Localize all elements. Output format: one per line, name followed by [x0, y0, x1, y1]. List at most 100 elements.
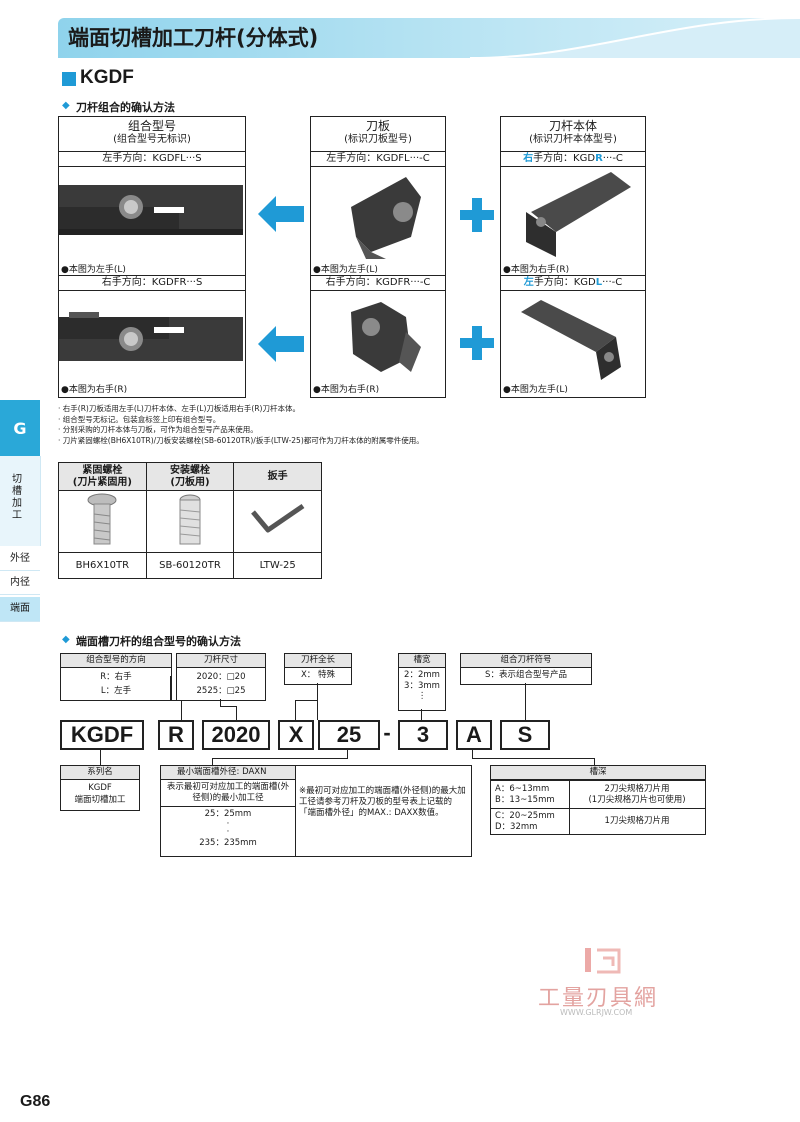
- plus-icon: [460, 326, 494, 360]
- depth-box: 槽深 A：6~13mm B：13~15mm 2刀尖规格刀片用 (1刀尖规格刀片也…: [490, 765, 706, 835]
- body-row2-letter: L: [595, 277, 603, 288]
- combo-left-image: [59, 185, 243, 235]
- connector: [236, 706, 237, 720]
- combo-note-right: ●本图为右手(R): [61, 385, 128, 395]
- combo-right-image: [59, 312, 243, 361]
- combo-header: 组合型号 (组合型号无标识): [59, 117, 245, 152]
- body-row2-mid: 手方向：KGD: [533, 277, 596, 288]
- wrench-code: LTW-25: [233, 552, 322, 579]
- body-row2: 左手方向：KGDL···-C: [501, 275, 645, 291]
- note-item: · 分别采购的刀杆本体与刀板，可作为组合型号产品来使用。: [58, 425, 258, 434]
- min-dia-desc: 表示最初可对应加工的端面槽(外径侧)的最小加工径: [161, 780, 295, 807]
- bolt-icon: [87, 493, 117, 545]
- arrow-left-icon: [258, 326, 304, 362]
- blade-right-image: [351, 302, 421, 372]
- width-box: 槽宽 2：2mm 3：3mm ⋮: [398, 653, 446, 711]
- sidebar-tab: G: [0, 400, 40, 456]
- watermark-logo: [585, 948, 621, 974]
- body-header: 刀杆本体 (标识刀杆本体型号): [501, 117, 645, 152]
- symbol-box: 组合刀杆符号 S：表示组合型号产品: [460, 653, 592, 685]
- combo-row-left: 左手方向：KGDFL···S: [59, 152, 245, 167]
- blade-subtitle: (标识刀板型号): [344, 134, 412, 145]
- body-note2: ●本图为左手(L): [503, 385, 568, 395]
- connector: [317, 683, 318, 720]
- body-row1: 右手方向：KGDR···-C: [501, 152, 645, 167]
- min-dia-left: 表示最初可对应加工的端面槽(外径侧)的最小加工径 25：25mm · · 235…: [161, 780, 295, 856]
- blade-left-image: [351, 177, 421, 259]
- length-box: 刀杆全长 X： 特殊: [284, 653, 352, 685]
- connector: [594, 758, 595, 765]
- body-row1-letter: R: [595, 153, 603, 164]
- code-depth: A: [456, 720, 492, 750]
- body-right-image: [526, 172, 631, 257]
- sidebar-category-box: [0, 456, 41, 546]
- body-row2-end: ···-C: [602, 277, 623, 288]
- code-dash: -: [383, 720, 391, 745]
- min-dia-note: ※最初可对应加工的端面槽(外径侧)的最大加工径请参考刀杆及刀板的型号表上记载的「…: [299, 786, 466, 818]
- divider: [491, 808, 705, 809]
- blade-row-left: 左手方向：KGDFL···-C: [311, 152, 445, 167]
- connector: [220, 699, 221, 706]
- section1-heading: 刀杆组合的确认方法: [76, 101, 175, 114]
- min-dia-v2: 235：235mm: [199, 838, 257, 848]
- depth-cd-note: 1刀尖规格刀片用: [604, 816, 670, 826]
- code-size: 2020: [202, 720, 270, 750]
- series-name-title: 系列名: [61, 766, 139, 780]
- symbol-s: S：表示组合型号产品: [485, 670, 567, 680]
- connector: [170, 676, 171, 700]
- page-number: G86: [20, 1093, 51, 1110]
- sidebar-item-face[interactable]: 端面: [0, 597, 40, 622]
- connector: [295, 700, 296, 720]
- width-title: 槽宽: [399, 654, 445, 668]
- series-name-desc: 端面切槽加工: [74, 795, 126, 805]
- depth-cd: C：20~25mm D：32mm: [495, 811, 555, 832]
- connector: [472, 750, 473, 758]
- code-length: X: [278, 720, 314, 750]
- acc-header-screw: 安装螺栓 (刀板用): [145, 462, 235, 491]
- combo-note-left: ●本图为左手(L): [61, 265, 126, 275]
- sidebar-item-inner[interactable]: 内径: [0, 572, 40, 595]
- code-depth-min: 25: [318, 720, 380, 750]
- code-direction: R: [158, 720, 194, 750]
- divider: [491, 780, 705, 781]
- note-item: · 刀片紧固螺栓(BH6X10TR)/刀板安装螺栓(SB-60120TR)/扳手…: [58, 435, 424, 445]
- min-dia-divider: [295, 766, 296, 856]
- size-2020: 2020：□20: [196, 672, 246, 682]
- combo-subtitle: (组合型号无标识): [113, 134, 191, 145]
- body-title: 刀杆本体: [548, 119, 597, 133]
- direction-box: 组合型号的方向 R：右手 L：左手: [60, 653, 172, 701]
- body-panel: 刀杆本体 (标识刀杆本体型号) 右手方向：KGDR···-C ●本图为右手(R)…: [500, 116, 646, 398]
- code-width: 3: [398, 720, 448, 750]
- connector: [212, 758, 348, 759]
- square-bullet-icon: [62, 72, 76, 86]
- length-x: X： 特殊: [300, 670, 336, 680]
- sidebar-item-outer[interactable]: 外径: [0, 548, 40, 571]
- connector: [472, 758, 594, 759]
- blade-panel: 刀板 (标识刀板型号) 左手方向：KGDFL···-C ●本图为左手(L) 右手…: [310, 116, 446, 398]
- min-dia-dots: · ·: [226, 819, 230, 837]
- min-dia-v1: 25：25mm: [204, 809, 252, 819]
- wrench-cell: [233, 490, 322, 553]
- diamond-bullet-icon: ◆: [62, 100, 70, 111]
- section2-heading: 端面槽刀杆的组合型号的确认方法: [76, 635, 241, 648]
- screw-icon: [179, 494, 201, 545]
- connector: [100, 750, 101, 765]
- width-more: ⋮: [417, 691, 427, 701]
- note-item: · 右手(R)刀板适用左手(L)刀杆本体、左手(L)刀板适用右手(R)刀杆本体。: [58, 404, 300, 413]
- accessories-table: 紧固螺栓 (刀片紧固用) 安装螺栓 (刀板用) 扳手: [58, 462, 322, 579]
- watermark-text: 工量刃具網: [538, 986, 659, 1011]
- size-box: 刀杆尺寸 2020：□20 2525：□25: [176, 653, 266, 701]
- depth-ab-note: 2刀尖规格刀片用 (1刀尖规格刀片也可使用): [588, 784, 686, 805]
- blade-title: 刀板: [365, 119, 390, 133]
- size-title: 刀杆尺寸: [177, 654, 265, 668]
- notes-list: · 右手(R)刀板适用左手(L)刀杆本体、左手(L)刀板适用右手(R)刀杆本体。…: [58, 404, 658, 446]
- combo-panel: 组合型号 (组合型号无标识) 左手方向：KGDFL···S ●本图为左手(L) …: [58, 116, 246, 398]
- direction-l: L：左手: [100, 686, 132, 696]
- connector: [212, 758, 213, 765]
- width-3: 3：3mm: [404, 681, 440, 691]
- screw-cell: [145, 490, 235, 553]
- connector: [421, 709, 422, 720]
- length-title: 刀杆全长: [285, 654, 351, 668]
- connector: [181, 700, 182, 720]
- page-title: 端面切槽加工刀杆(分体式): [68, 26, 319, 50]
